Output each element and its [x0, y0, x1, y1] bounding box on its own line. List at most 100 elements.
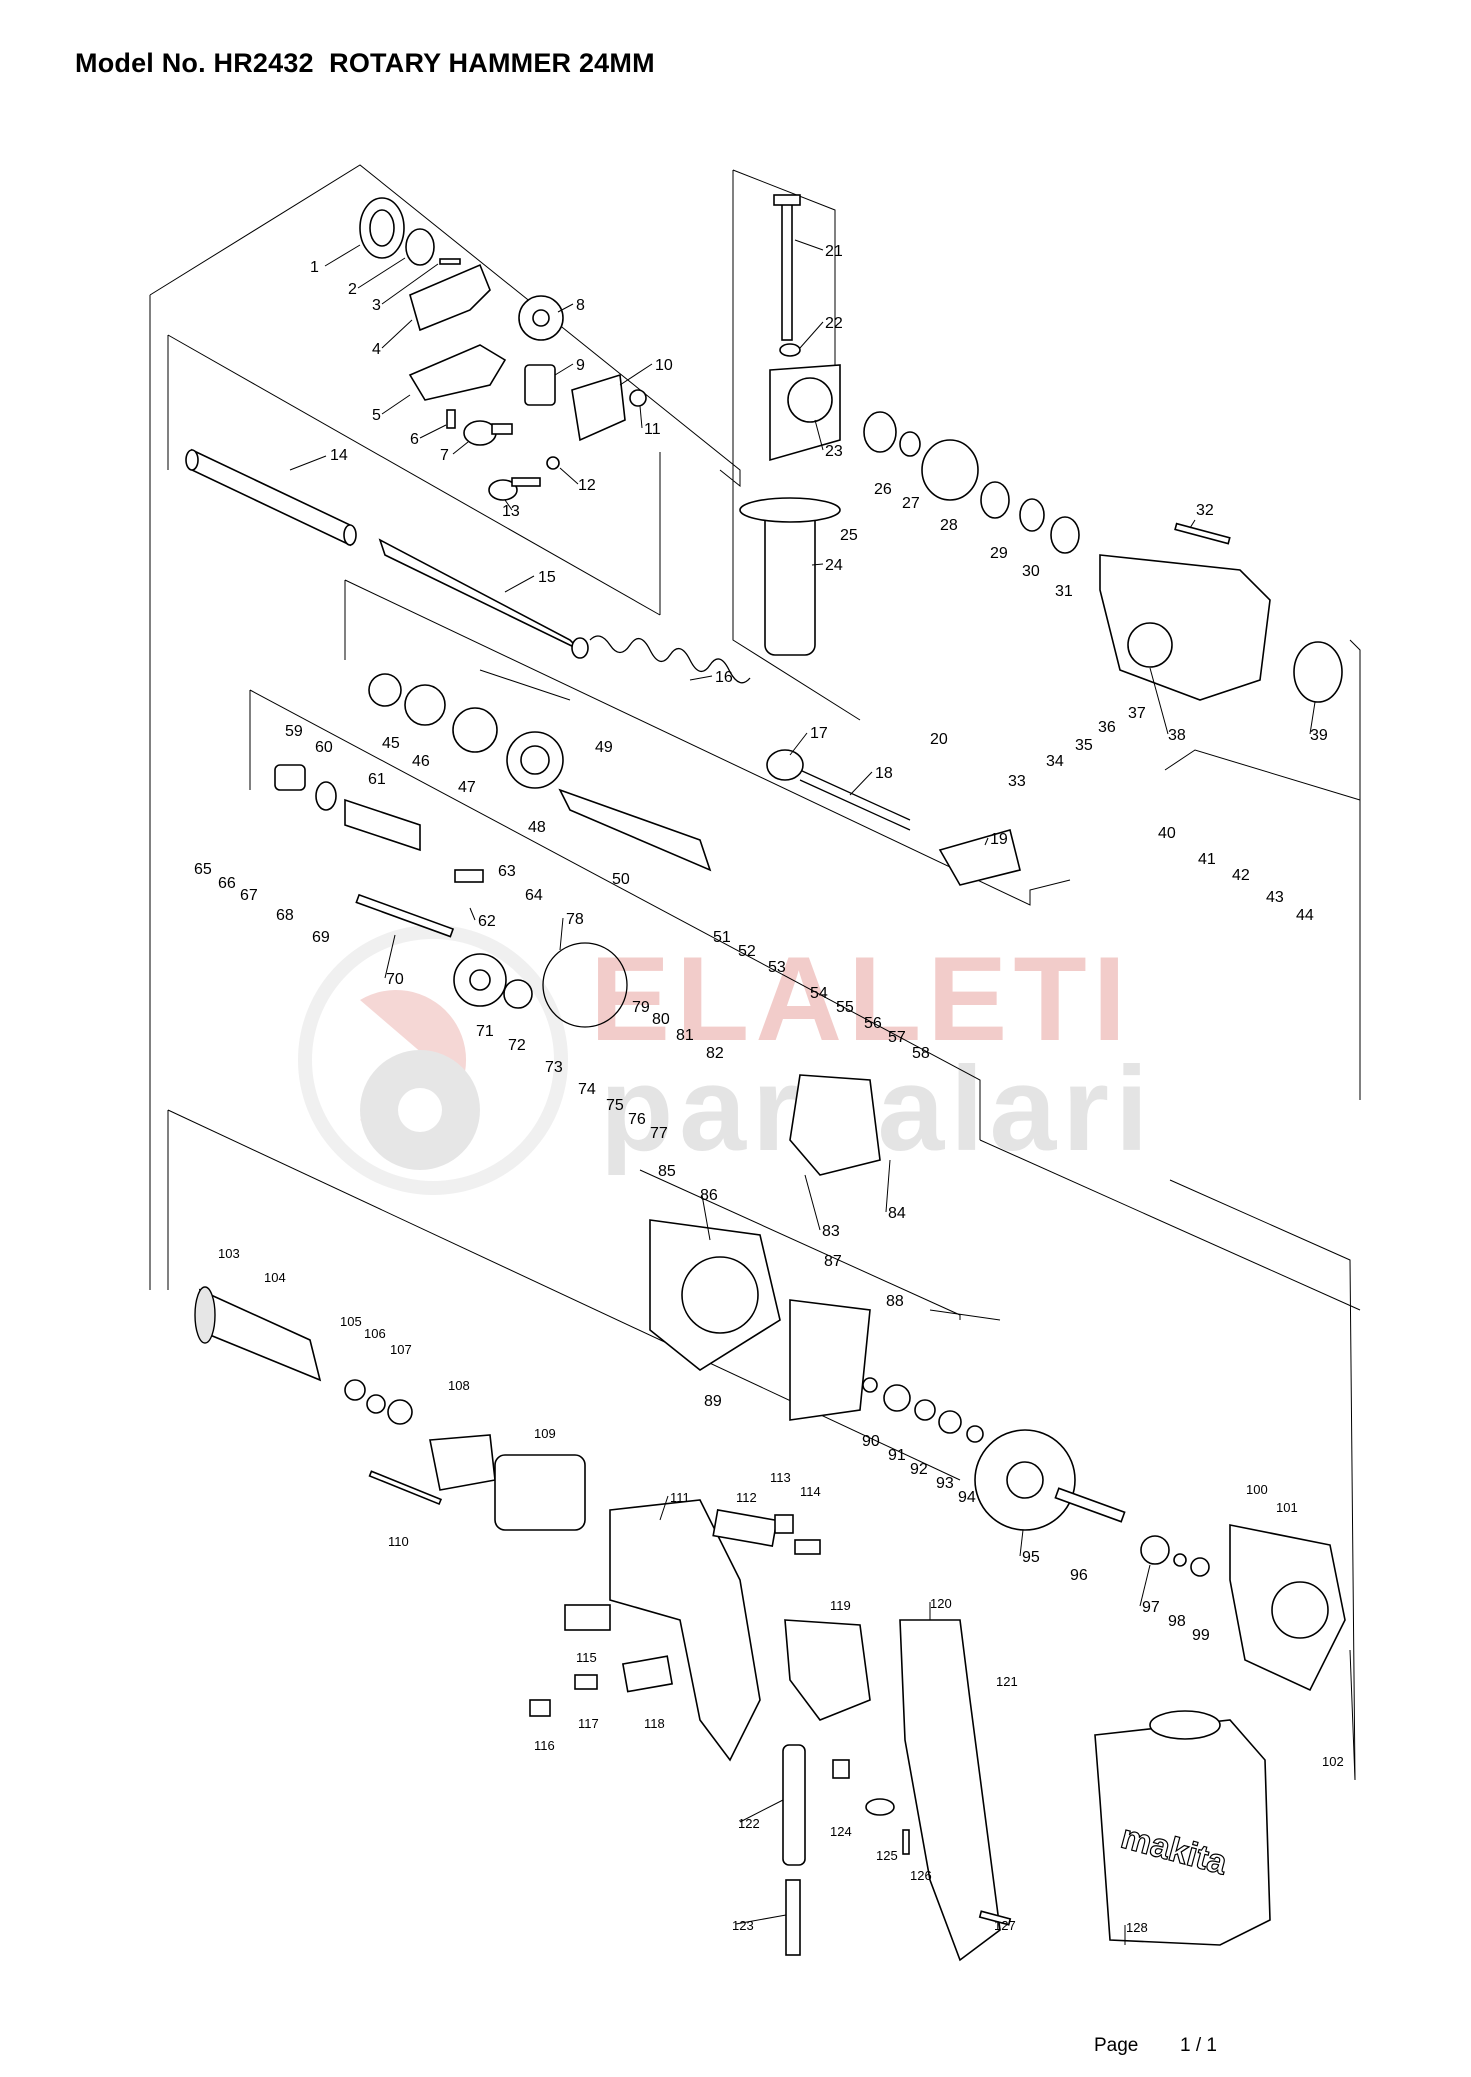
part-128-carrying-case: makita — [1094, 1710, 1271, 1946]
part-17-ring — [766, 749, 804, 781]
callout-5: 5 — [372, 407, 381, 424]
part-97-bearing — [1140, 1535, 1170, 1565]
callout-87: 87 — [824, 1253, 842, 1270]
callout-19: 19 — [990, 831, 1008, 848]
callout-20: 20 — [930, 731, 948, 748]
part-4-holder — [409, 263, 491, 332]
part-39-cap — [1293, 641, 1343, 703]
callout-118: 118 — [644, 1716, 665, 1731]
part-98-washer — [1173, 1553, 1187, 1567]
callout-49: 49 — [595, 739, 613, 756]
part-114-lead — [794, 1539, 821, 1555]
part-19-hose — [938, 829, 1021, 886]
callout-76: 76 — [628, 1111, 646, 1128]
part-87-baffle — [789, 1299, 871, 1421]
callout-125: 125 — [876, 1848, 898, 1863]
callout-120: 120 — [930, 1596, 952, 1611]
callout-100: 100 — [1246, 1482, 1268, 1497]
callout-21: 21 — [825, 243, 843, 260]
part-112-label — [712, 1509, 778, 1547]
part-9-clamp — [524, 364, 556, 406]
callout-27: 27 — [902, 495, 920, 512]
callout-26: 26 — [874, 481, 892, 498]
callout-labels: 1 2 3 4 5 6 7 8 9 10 11 12 13 14 15 16 1… — [194, 243, 1344, 1935]
callout-25: 25 — [840, 527, 858, 544]
callout-7: 7 — [440, 447, 449, 464]
callout-2: 2 — [348, 281, 357, 298]
callout-33: 33 — [1008, 773, 1026, 790]
callout-75: 75 — [606, 1097, 624, 1114]
callout-72: 72 — [508, 1037, 526, 1054]
part-61-cylinder — [344, 798, 421, 852]
callout-115: 115 — [576, 1650, 597, 1665]
part-3-pin — [439, 258, 461, 265]
part-118-label — [621, 1655, 674, 1693]
callout-117: 117 — [578, 1716, 599, 1731]
part-60-ring — [315, 781, 337, 811]
callout-121: 121 — [996, 1674, 1018, 1689]
part-104-armature — [194, 1286, 322, 1382]
callout-105: 105 — [340, 1314, 362, 1329]
callout-17: 17 — [810, 725, 828, 742]
callout-69: 69 — [312, 929, 330, 946]
callout-44: 44 — [1296, 907, 1314, 924]
callout-60: 60 — [315, 739, 333, 756]
callout-16: 16 — [715, 669, 733, 686]
callout-52: 52 — [738, 943, 756, 960]
callout-14: 14 — [330, 447, 348, 464]
callout-82: 82 — [706, 1045, 724, 1062]
callout-81: 81 — [676, 1027, 694, 1044]
callout-106: 106 — [364, 1326, 386, 1341]
callout-48: 48 — [528, 819, 546, 836]
callout-79: 79 — [632, 999, 650, 1016]
callout-101: 101 — [1276, 1500, 1298, 1515]
callout-54: 54 — [810, 985, 828, 1002]
callout-41: 41 — [1198, 851, 1216, 868]
document-title: Model No. HR2432 ROTARY HAMMER 24MM — [75, 48, 655, 78]
callout-42: 42 — [1232, 867, 1250, 884]
part-30-ring — [1019, 498, 1045, 532]
part-106-washer — [366, 1394, 386, 1414]
callout-103: 103 — [218, 1246, 240, 1261]
watermark-brand: ELALETI — [590, 932, 1132, 1066]
callout-35: 35 — [1075, 737, 1093, 754]
callout-95: 95 — [1022, 1549, 1040, 1566]
callout-4: 4 — [372, 341, 381, 358]
part-31-spring — [1050, 516, 1080, 554]
callout-6: 6 — [410, 431, 419, 448]
part-86-housing — [649, 1219, 781, 1371]
callout-59: 59 — [285, 723, 303, 740]
callout-74: 74 — [578, 1081, 596, 1098]
callout-61: 61 — [368, 771, 386, 788]
part-46-ring — [404, 684, 446, 726]
callout-13: 13 — [502, 503, 520, 520]
part-23-handle-top — [769, 364, 841, 462]
callout-111: 111 — [670, 1490, 690, 1505]
callout-29: 29 — [990, 545, 1008, 562]
part-12-washer — [546, 456, 560, 470]
callout-68: 68 — [276, 907, 294, 924]
group-outlines — [149, 164, 1361, 1781]
part-7-knob — [463, 420, 513, 446]
part-116-cap — [529, 1699, 551, 1717]
callout-23: 23 — [825, 443, 843, 460]
callout-80: 80 — [652, 1011, 670, 1028]
part-38-housing — [1099, 554, 1271, 701]
part-1-cap — [359, 197, 405, 259]
callout-86: 86 — [700, 1187, 718, 1204]
callout-50: 50 — [612, 871, 630, 888]
callout-92: 92 — [910, 1461, 928, 1478]
part-59-piston — [274, 764, 306, 791]
part-8-wheel — [518, 295, 564, 341]
callout-71: 71 — [476, 1023, 494, 1040]
callout-64: 64 — [525, 887, 543, 904]
callout-96: 96 — [1070, 1567, 1088, 1584]
part-83-bracket — [789, 1074, 881, 1176]
part-122-tube — [782, 1744, 806, 1866]
part-96-shaft — [1054, 1487, 1126, 1523]
part-15-rod — [378, 538, 589, 659]
callout-126: 126 — [910, 1868, 932, 1883]
part-99-washer — [1190, 1557, 1210, 1577]
callout-58: 58 — [912, 1045, 930, 1062]
